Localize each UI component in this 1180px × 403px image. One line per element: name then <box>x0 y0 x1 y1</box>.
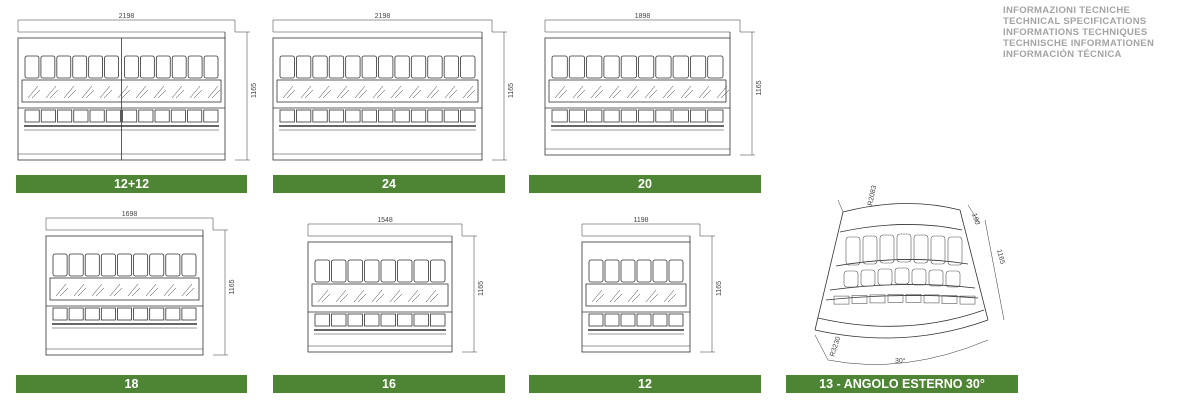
corner-radius-outer: R2083 <box>867 185 878 207</box>
info-line-es: INFORMACIÓN TÉCNICA <box>1003 49 1122 60</box>
width-dimension: 2198 <box>119 13 135 20</box>
height-dimension: 1165 <box>251 83 258 98</box>
corner-height: 1165 <box>995 249 1006 265</box>
unit-12-12-label: 12+12 <box>16 175 247 193</box>
height-dimension: 1165 <box>716 281 723 296</box>
width-dimension: 1898 <box>635 13 651 20</box>
unit-20-label: 20 <box>529 175 761 193</box>
height-dimension: 1165 <box>478 281 485 296</box>
unit-24-label: 24 <box>273 175 505 193</box>
corner-depth: 190 <box>970 212 980 225</box>
technical-info-heading: INFORMAZIONI TECNICHE TECHNICAL SPECIFIC… <box>1003 5 1154 60</box>
width-dimension: 1198 <box>633 217 648 224</box>
corner-unit-label: 13 - ANGOLO ESTERNO 30° <box>786 375 1018 393</box>
unit-18-label: 18 <box>16 375 247 393</box>
unit-12-label: 12 <box>529 375 761 393</box>
height-dimension: 1165 <box>756 80 763 95</box>
height-dimension: 1165 <box>508 83 515 98</box>
width-dimension: 1548 <box>377 217 393 224</box>
corner-angle: 30° <box>895 357 906 365</box>
corner-radius-inner: R3230 <box>829 336 842 358</box>
unit-16-label: 16 <box>273 375 505 393</box>
width-dimension: 2198 <box>375 13 391 20</box>
info-line-fr: INFORMATIONS TECHNIQUES <box>1003 27 1148 38</box>
info-line-it: INFORMAZIONI TECNICHE <box>1003 5 1131 16</box>
height-dimension: 1165 <box>229 279 236 294</box>
info-line-de: TECHNISCHE INFORMATIONEN <box>1003 38 1155 49</box>
info-line-en: TECHNICAL SPECIFICATIONS <box>1003 16 1147 27</box>
width-dimension: 1698 <box>122 211 138 218</box>
